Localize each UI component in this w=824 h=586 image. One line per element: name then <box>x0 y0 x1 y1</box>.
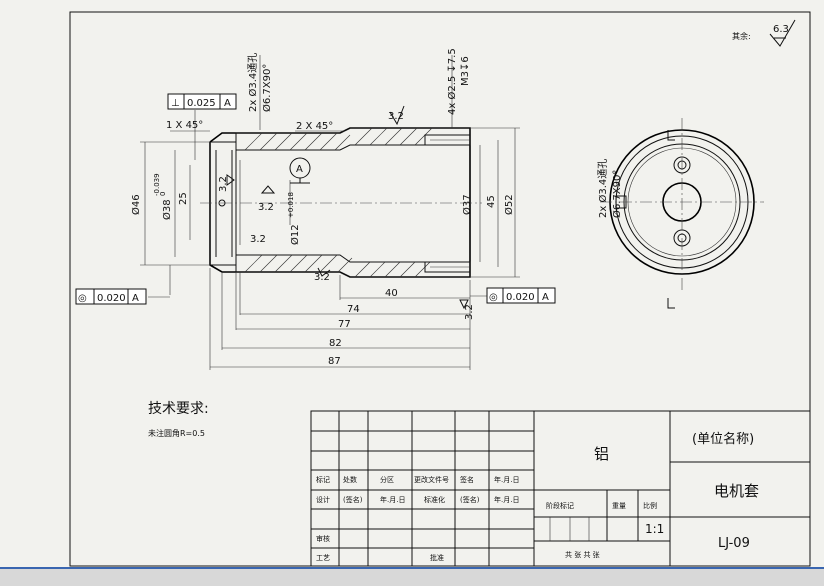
tb-date2: 年.月.日 <box>380 495 405 504</box>
roughness-default-label: 其余: <box>732 31 751 41</box>
svg-text:⊥: ⊥ <box>171 98 180 109</box>
side-view <box>600 118 764 309</box>
dim-45-label: 45 <box>486 195 497 208</box>
chamfer-right-label: 2 X 45° <box>296 121 333 132</box>
tb-process: 工艺 <box>316 554 330 562</box>
svg-text:3.2: 3.2 <box>250 234 266 245</box>
tb-count: 处数 <box>343 475 357 484</box>
tb-stage-mark: 阶段标记 <box>546 501 574 510</box>
len-87-label: 87 <box>328 356 341 367</box>
tol-38-upper: -0.039 <box>153 173 161 196</box>
svg-text:A: A <box>542 292 549 303</box>
tb-part-name: 电机套 <box>714 482 759 500</box>
len-77-label: 77 <box>338 319 351 330</box>
tb-sign3: (签名) <box>460 495 480 504</box>
svg-text:3.2: 3.2 <box>258 202 274 213</box>
svg-text:A: A <box>132 293 139 304</box>
title-block <box>310 410 811 567</box>
tb-scale-value: 1:1 <box>645 522 664 536</box>
tb-company: (单位名称) <box>692 431 754 447</box>
dimension-lines <box>140 55 520 370</box>
side-holes-label: 2x Ø3.4通孔 <box>597 159 609 218</box>
dia-37-label: Ø37 <box>461 194 473 215</box>
status-bar <box>0 567 824 586</box>
holes-right-label: 4x Ø2.5 ↧7.5 <box>446 48 458 115</box>
tb-change-doc: 更改文件号 <box>414 475 449 484</box>
dim-25-label: 25 <box>178 192 189 205</box>
tb-sign: 签名 <box>460 475 474 484</box>
svg-text:◎: ◎ <box>489 292 498 303</box>
hatch-top <box>244 127 433 151</box>
section-view <box>200 127 482 278</box>
svg-text:3.2: 3.2 <box>388 111 404 122</box>
concentricity-frame-left: ◎ 0.020 A <box>75 288 147 305</box>
roughness-symbol-left-3: 3.2 <box>250 234 266 245</box>
datum-a-marker: A <box>289 157 311 184</box>
roughness-symbol-bottom: 3.2 <box>314 267 331 283</box>
side-countersink-label: Ø6.7X90° <box>611 170 623 218</box>
tb-zone: 分区 <box>380 475 394 484</box>
svg-text:◎: ◎ <box>78 293 87 304</box>
roughness-default-symbol <box>769 19 796 47</box>
perpendicularity-frame: ⊥ 0.025 A <box>167 93 237 110</box>
roughness-symbol-top: 3.2 <box>388 105 405 126</box>
svg-text:A: A <box>296 164 303 175</box>
tb-date3: 年.月.日 <box>494 495 519 504</box>
len-82-label: 82 <box>329 338 342 349</box>
tb-approve: 批准 <box>430 553 444 562</box>
tech-note: 未注圆角R=0.5 <box>148 428 205 438</box>
len-74-label: 74 <box>347 304 360 315</box>
tb-sign2: (签名) <box>343 495 363 504</box>
roughness-default-value: 6.3 <box>773 24 789 35</box>
dia-52-label: Ø52 <box>503 194 515 215</box>
concentricity-frame-right: ◎ 0.020 A <box>486 287 556 304</box>
roughness-symbol-left-1: 3.2 <box>218 174 235 192</box>
svg-text:3.2: 3.2 <box>218 176 229 192</box>
tb-weight: 重量 <box>612 502 626 510</box>
svg-text:A: A <box>224 98 231 109</box>
dia-38-label: Ø38 <box>161 199 173 220</box>
countersink-left-label: Ø6.7X90° <box>261 64 273 112</box>
roughness-symbol-right: 3.2 <box>459 299 475 320</box>
tol-38-lower: 0 <box>159 192 167 196</box>
svg-text:3.2: 3.2 <box>464 304 475 320</box>
tb-material: 铝 <box>594 445 609 463</box>
tb-mark: 标记 <box>316 475 330 484</box>
dia-46-label: Ø46 <box>130 194 142 215</box>
roughness-symbol-left-2: 3.2 <box>258 185 276 213</box>
tb-standard: 标准化 <box>424 495 445 504</box>
tb-sheets: 共 张 共 张 <box>565 550 600 559</box>
tb-design: 设计 <box>316 495 330 504</box>
tol-12: +0.018 <box>287 192 295 218</box>
svg-text:0.020: 0.020 <box>97 293 126 304</box>
svg-text:3.2: 3.2 <box>314 272 330 283</box>
tb-date: 年.月.日 <box>494 475 519 484</box>
chamfer-left-label: 1 X 45° <box>166 120 203 131</box>
tb-ratio: 比例 <box>643 501 657 510</box>
svg-text:0.020: 0.020 <box>506 292 535 303</box>
dia-12-label: Ø12 <box>289 224 301 245</box>
hatch-bottom <box>244 254 431 278</box>
tech-title: 技术要求: <box>148 401 209 417</box>
holes-left-label: 2x Ø3.4通孔 <box>247 53 259 112</box>
thread-right-label: M3↧6 <box>460 56 471 86</box>
tb-review: 审核 <box>316 534 330 543</box>
tb-drawing-no: LJ-09 <box>718 536 750 551</box>
svg-text:0.025: 0.025 <box>187 98 216 109</box>
len-40-label: 40 <box>385 288 398 299</box>
